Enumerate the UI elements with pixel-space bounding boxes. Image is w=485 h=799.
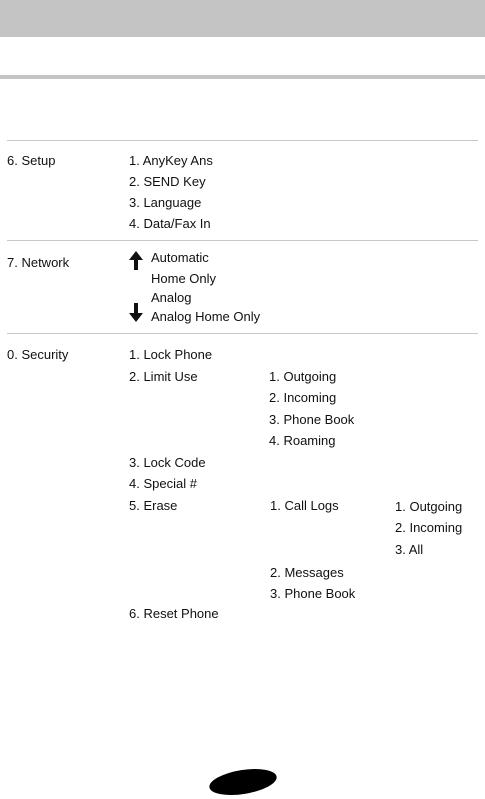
erase-call-logs: 1. Call Logs — [270, 498, 339, 513]
limit-use-outgoing: 1. Outgoing — [269, 369, 337, 384]
setup-heading: 6. Setup — [7, 153, 56, 168]
setup-item-send-key: 2. SEND Key — [129, 174, 206, 189]
header-band — [0, 0, 485, 37]
security-item-reset-phone: 6. Reset Phone — [129, 606, 219, 621]
divider-top — [7, 140, 478, 141]
call-logs-outgoing: 1. Outgoing — [395, 499, 463, 514]
setup-item-language: 3. Language — [129, 195, 202, 210]
setup-item-anykey: 1. AnyKey Ans — [129, 153, 213, 168]
setup-item-data-fax: 4. Data/Fax In — [129, 216, 211, 231]
security-item-lock-phone: 1. Lock Phone — [129, 347, 213, 362]
divider-security — [7, 333, 478, 334]
network-option-analog: Analog — [151, 290, 192, 305]
network-option-automatic: Automatic — [151, 250, 209, 265]
security-item-erase: 5. Erase — [129, 498, 178, 513]
security-item-limit-use: 2. Limit Use — [129, 369, 198, 384]
divider-network — [7, 240, 478, 241]
limit-use-phone-book: 3. Phone Book — [269, 412, 355, 427]
arrow-down-icon — [129, 303, 143, 322]
security-heading: 0. Security — [7, 347, 69, 362]
network-option-analog-home-only: Analog Home Only — [151, 309, 261, 324]
limit-use-roaming: 4. Roaming — [269, 433, 336, 448]
network-option-home-only: Home Only — [151, 271, 217, 286]
arrow-up-icon — [129, 251, 143, 270]
call-logs-all: 3. All — [395, 542, 424, 557]
limit-use-incoming: 2. Incoming — [269, 390, 337, 405]
erase-messages: 2. Messages — [270, 565, 344, 580]
header-rule — [0, 75, 485, 79]
security-item-special: 4. Special # — [129, 476, 197, 491]
security-item-lock-code: 3. Lock Code — [129, 455, 206, 470]
network-heading: 7. Network — [7, 255, 70, 270]
call-logs-incoming: 2. Incoming — [395, 520, 463, 535]
erase-phone-book: 3. Phone Book — [270, 586, 356, 601]
